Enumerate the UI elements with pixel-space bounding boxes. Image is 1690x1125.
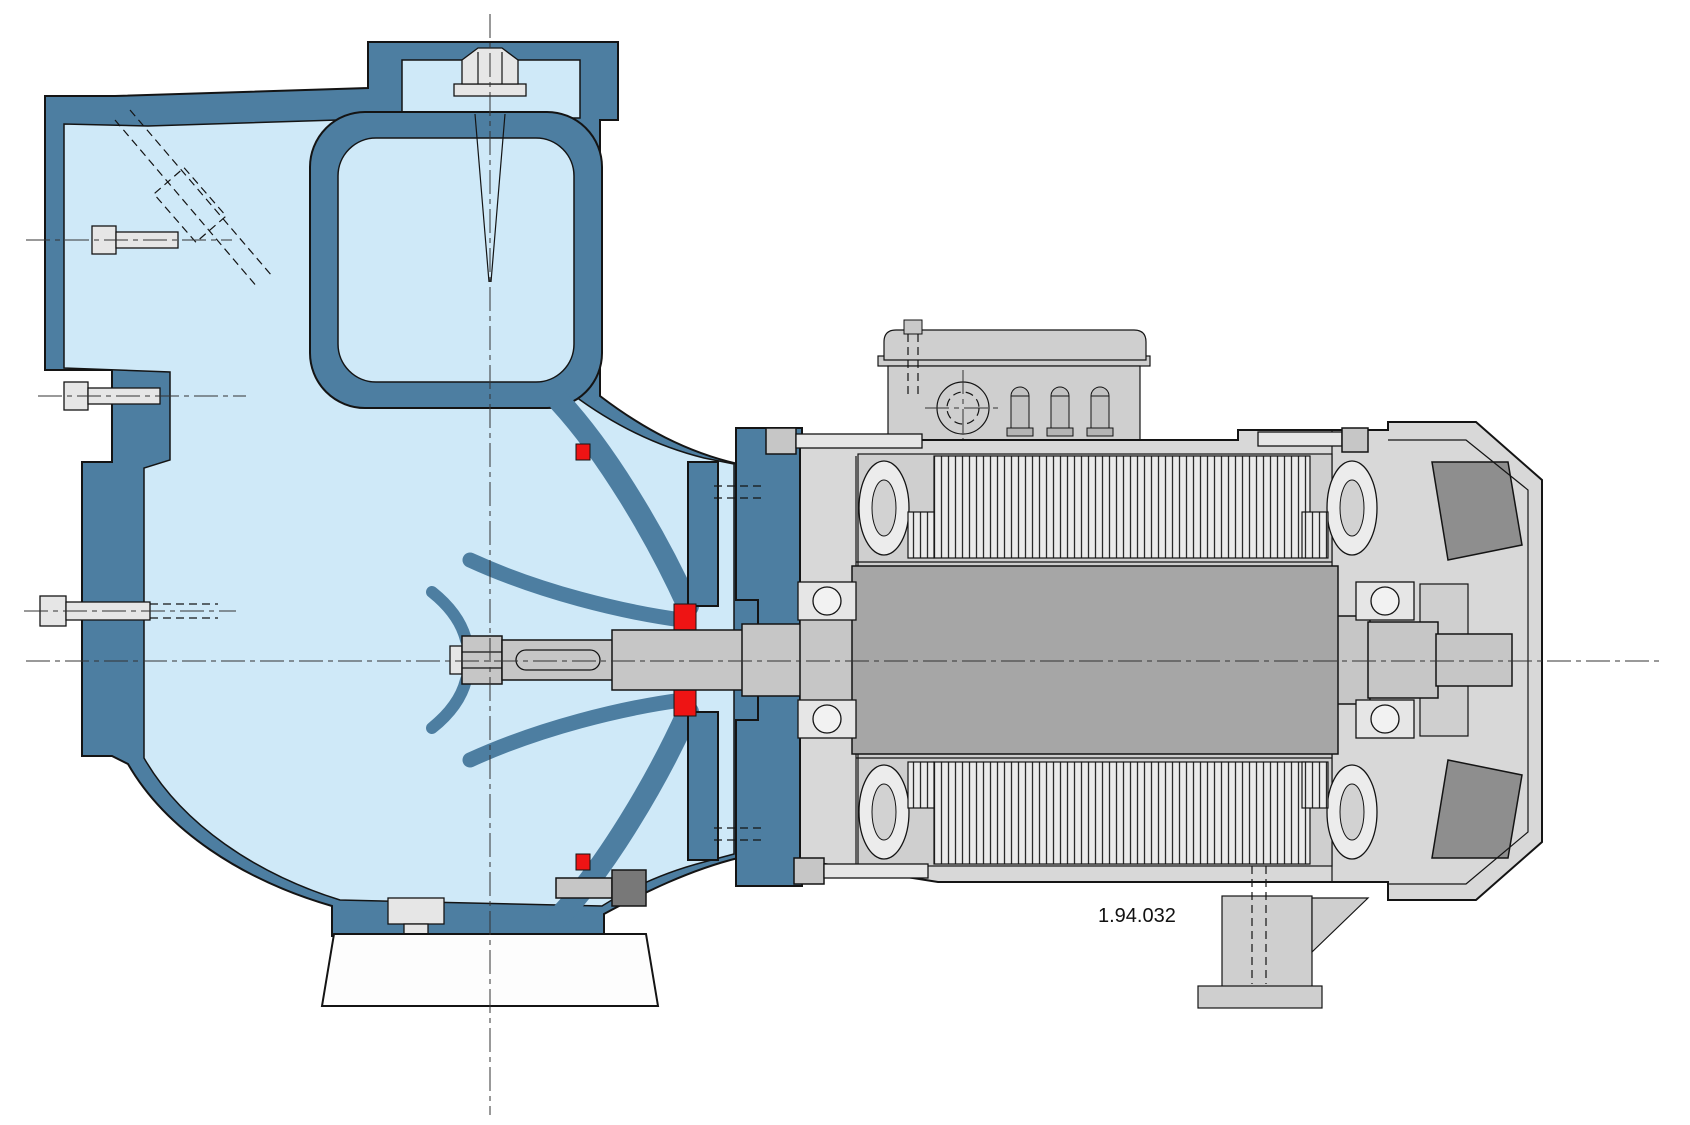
terminal-stud — [1086, 386, 1114, 437]
motor-foot — [1197, 866, 1370, 1009]
fan-blade-lower — [1431, 759, 1523, 859]
bearing-ball — [1370, 704, 1400, 734]
bolt-head — [765, 427, 797, 455]
phantom-plug-lines — [114, 109, 273, 289]
bearing-rear — [1355, 581, 1415, 739]
mechanical-seal-markers — [673, 603, 697, 717]
end-winding — [858, 460, 1378, 860]
centerlines — [24, 14, 1662, 1115]
tie-bolts — [765, 427, 1369, 885]
bearing-ball — [1370, 586, 1400, 616]
seal-housing-upper — [687, 461, 719, 607]
terminal-box-lid — [883, 329, 1147, 361]
wear-ring-markers — [575, 443, 591, 871]
fan-blade-upper — [1431, 461, 1523, 561]
bearing-front — [797, 581, 857, 739]
bearing-ball — [812, 586, 842, 616]
figure-number-label: 1.94.032 — [1098, 905, 1176, 927]
drain-plug — [555, 869, 647, 907]
impeller-nut — [461, 635, 503, 685]
terminal-box-bolt — [903, 319, 923, 398]
shaft-washer — [449, 645, 463, 675]
terminal-stud — [1006, 386, 1034, 437]
rotor — [851, 565, 1339, 755]
bolt-head — [793, 857, 825, 885]
rotor-end-rings — [907, 511, 1329, 809]
keyway — [515, 649, 601, 671]
seal-housing-lower — [687, 711, 719, 861]
stator-core-lower — [933, 761, 1311, 865]
bearing-ball — [812, 704, 842, 734]
stator-core-upper — [933, 455, 1311, 559]
fan — [1388, 439, 1529, 885]
shaft-seal-sleeve — [611, 629, 745, 691]
bolt-head — [1341, 427, 1369, 453]
shaft-end — [1435, 633, 1513, 687]
discharge-passage — [309, 111, 603, 409]
terminal-stud — [1046, 386, 1074, 437]
